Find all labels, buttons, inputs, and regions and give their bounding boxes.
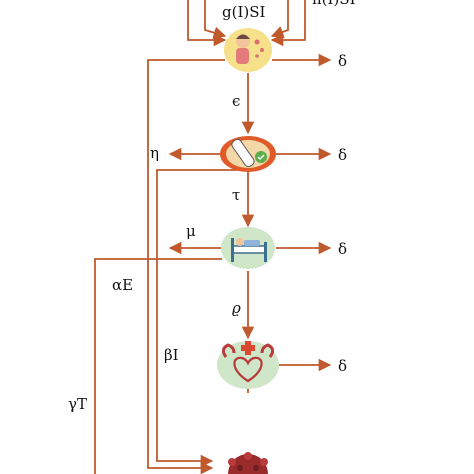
inflow-arrow-right-outer bbox=[270, 0, 306, 47]
alpha-e-arrow bbox=[147, 59, 225, 474]
test-tube-icon bbox=[220, 136, 276, 172]
label-tau: τ bbox=[232, 186, 240, 204]
label-delta-4: δ bbox=[338, 357, 347, 375]
label-top-right-rate: h(I)SI bbox=[312, 0, 356, 8]
label-eta: η bbox=[150, 144, 159, 162]
inflow-arrow-left-inner bbox=[204, 0, 227, 39]
label-epsilon: ϵ bbox=[232, 92, 240, 110]
label-alpha-e: αE bbox=[112, 276, 133, 294]
label-mu: μ bbox=[186, 222, 196, 240]
gamma-t-arrow bbox=[94, 258, 222, 474]
beta-i-arrow bbox=[156, 169, 240, 468]
recovered-heart-icon bbox=[217, 341, 279, 389]
flow-arrows bbox=[94, 0, 332, 474]
label-delta-1: δ bbox=[338, 52, 347, 70]
hospital-bed-icon bbox=[221, 227, 275, 269]
label-beta-i: βI bbox=[164, 346, 179, 364]
label-rho: ϱ bbox=[232, 299, 241, 317]
label-delta-2: δ bbox=[338, 146, 347, 164]
label-gamma-t: γT bbox=[68, 395, 87, 413]
inflow-arrow-left-outer bbox=[187, 0, 227, 47]
label-top-left-rate: g(I)SI bbox=[222, 3, 266, 21]
virus-icon bbox=[228, 452, 268, 474]
exposed-person-icon bbox=[224, 28, 272, 72]
label-delta-3: δ bbox=[338, 240, 347, 258]
inflow-arrow-right-inner bbox=[270, 0, 289, 38]
